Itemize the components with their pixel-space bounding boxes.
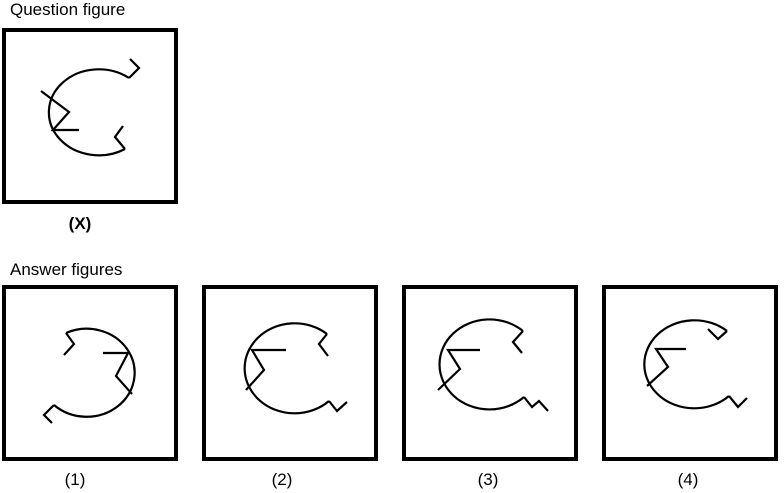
question-figure-drawing xyxy=(40,58,141,157)
answer-option-2-label: (2) xyxy=(271,470,293,489)
open-circle-arc xyxy=(643,319,730,410)
sigma-mark xyxy=(437,348,480,391)
open-circle-arc xyxy=(53,327,136,418)
answer-option-4-panel[interactable] xyxy=(602,285,778,461)
question-heading: Question figure xyxy=(10,0,126,19)
bottom-zigzag-tail xyxy=(42,404,55,424)
open-circle-arc xyxy=(47,68,130,157)
bottom-zigzag-tail xyxy=(523,396,549,412)
bottom-notch-tail xyxy=(113,125,126,150)
top-notch-tail xyxy=(511,330,524,354)
sigma-mark xyxy=(646,347,686,387)
answer-option-1-label: (1) xyxy=(64,470,86,489)
open-circle-arc xyxy=(243,322,330,415)
sigma-mark xyxy=(245,348,286,391)
answer-option-3-label: (3) xyxy=(477,470,499,489)
sigma-mark xyxy=(40,90,79,132)
answer-heading: Answer figures xyxy=(10,260,123,279)
answer-option-2-panel[interactable] xyxy=(202,285,378,461)
answer-option-3-panel[interactable] xyxy=(402,285,578,461)
answer-option-4-drawing xyxy=(643,319,748,410)
question-figure-panel xyxy=(2,28,178,204)
answer-option-4-label: (4) xyxy=(677,470,699,489)
bottom-zigzag-tail xyxy=(728,395,748,409)
top-notch-tail xyxy=(63,332,76,356)
top-zigzag-tail xyxy=(707,328,728,341)
top-zigzag-tail xyxy=(128,58,141,79)
open-circle-arc xyxy=(438,318,525,411)
question-figure-label: (X) xyxy=(68,214,92,233)
bottom-zigzag-tail xyxy=(328,400,348,413)
answer-option-3-drawing xyxy=(437,318,549,412)
answer-option-1-panel[interactable] xyxy=(2,285,178,461)
sigma-mark xyxy=(103,351,133,395)
top-notch-tail xyxy=(317,333,329,357)
answer-option-1-drawing xyxy=(42,327,136,424)
answer-option-2-drawing xyxy=(243,322,348,415)
